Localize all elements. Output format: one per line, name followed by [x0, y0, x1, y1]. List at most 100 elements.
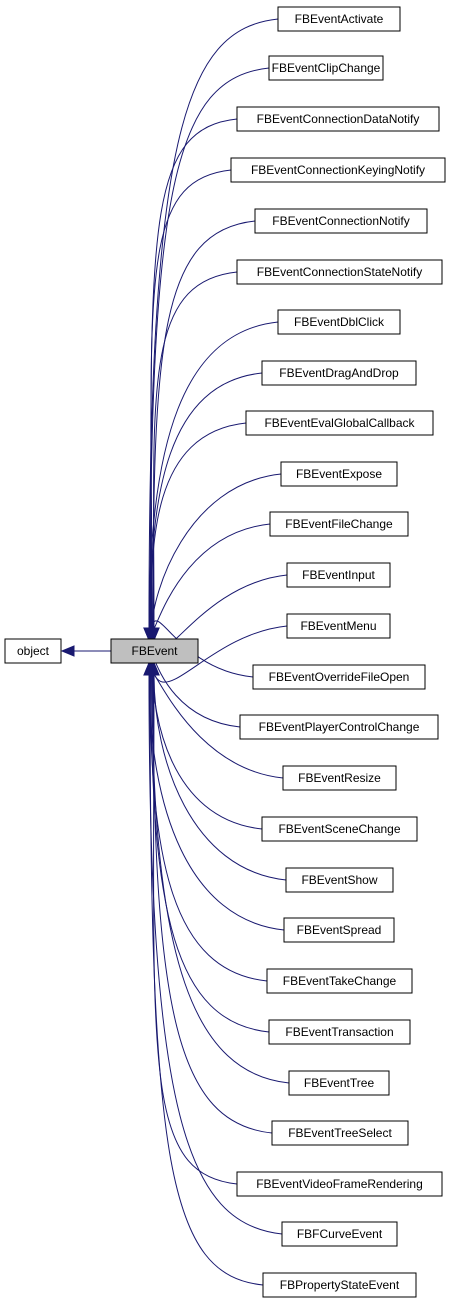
- node-c6-box: [277, 309, 401, 335]
- edge-c11-to-fbevent: [153, 574, 288, 651]
- edge-c20-to-fbevent: [150, 674, 270, 1033]
- edge-c23-to-fbevent: [153, 674, 238, 1185]
- node-c14[interactable]: FBEventPlayerControlChange: [239, 714, 439, 740]
- node-c10-box: [269, 511, 409, 537]
- node-c19-box: [266, 968, 413, 994]
- node-c9[interactable]: FBEventExpose: [280, 461, 398, 487]
- node-c21-box: [288, 1070, 390, 1096]
- node-c16[interactable]: FBEventSceneChange: [261, 816, 418, 842]
- node-c3-label: FBEventConnectionKeyingNotify: [251, 163, 425, 177]
- node-c3[interactable]: FBEventConnectionKeyingNotify: [230, 157, 446, 183]
- node-c2-box: [236, 106, 440, 132]
- edge-c10-to-fbevent: [152, 523, 271, 631]
- node-c4-box: [254, 208, 428, 234]
- node-fbevent-label: FBEvent: [131, 644, 178, 658]
- node-c11-box: [286, 562, 391, 588]
- node-c17-box: [285, 867, 394, 893]
- node-c12-box: [286, 613, 391, 639]
- edge-fbevent-to-object-arrowhead: [60, 645, 75, 657]
- edge-c18-to-fbevent: [148, 674, 285, 931]
- node-c10-label: FBEventFileChange: [285, 517, 393, 531]
- node-c5-box: [236, 259, 443, 285]
- node-c13[interactable]: FBEventOverrideFileOpen: [252, 664, 426, 690]
- node-c1-label: FBEventClipChange: [272, 61, 381, 75]
- edge-c25-to-fbevent: [149, 674, 264, 1286]
- node-c1-box: [268, 55, 384, 81]
- node-c0-label: FBEventActivate: [295, 12, 384, 26]
- node-c7[interactable]: FBEventDragAndDrop: [261, 360, 417, 386]
- edge-c1-to-fbevent: [149, 67, 270, 629]
- node-object-box: [4, 638, 62, 664]
- node-c6-label: FBEventDblClick: [294, 315, 385, 329]
- node-c12[interactable]: FBEventMenu: [286, 613, 391, 639]
- node-c25-label: FBPropertyStateEvent: [280, 1278, 400, 1292]
- node-c13-label: FBEventOverrideFileOpen: [269, 670, 410, 684]
- node-fbevent[interactable]: FBEvent: [110, 638, 199, 664]
- edge-c8-to-fbevent: [150, 422, 247, 629]
- node-c22-box: [271, 1120, 409, 1146]
- node-c14-label: FBEventPlayerControlChange: [259, 720, 420, 734]
- node-c11-label: FBEventInput: [302, 568, 375, 582]
- node-object-label: object: [17, 644, 50, 658]
- node-object[interactable]: object: [4, 638, 62, 664]
- node-c13-box: [252, 664, 426, 690]
- node-c7-label: FBEventDragAndDrop: [279, 366, 399, 380]
- node-c25[interactable]: FBPropertyStateEvent: [262, 1272, 417, 1298]
- edge-c6-to-fbevent: [148, 321, 279, 629]
- edges: [60, 18, 290, 1286]
- node-c9-box: [280, 461, 398, 487]
- edge-c9-to-fbevent: [151, 473, 282, 629]
- child-nodes: FBEventActivateFBEventClipChangeFBEventC…: [230, 6, 446, 1298]
- node-c1[interactable]: FBEventClipChange: [268, 55, 384, 81]
- node-c17[interactable]: FBEventShow: [285, 867, 394, 893]
- node-c9-label: FBEventExpose: [296, 467, 382, 481]
- node-c23-box: [236, 1171, 443, 1197]
- node-c4[interactable]: FBEventConnectionNotify: [254, 208, 428, 234]
- node-c4-label: FBEventConnectionNotify: [272, 214, 409, 228]
- node-c17-label: FBEventShow: [301, 873, 377, 887]
- edge-c3-to-fbevent: [150, 169, 232, 629]
- edge-c22-to-fbevent: [152, 674, 273, 1134]
- node-c11[interactable]: FBEventInput: [286, 562, 391, 588]
- node-c0[interactable]: FBEventActivate: [277, 6, 401, 32]
- node-c5[interactable]: FBEventConnectionStateNotify: [236, 259, 443, 285]
- node-c20-label: FBEventTransaction: [285, 1025, 393, 1039]
- node-c3-box: [230, 157, 446, 183]
- edge-c17-to-fbevent: [153, 674, 287, 881]
- node-c25-box: [262, 1272, 417, 1298]
- node-c5-label: FBEventConnectionStateNotify: [257, 265, 422, 279]
- node-c19-label: FBEventTakeChange: [283, 974, 397, 988]
- node-c22-label: FBEventTreeSelect: [288, 1126, 392, 1140]
- node-c18[interactable]: FBEventSpread: [283, 917, 395, 943]
- node-c19[interactable]: FBEventTakeChange: [266, 968, 413, 994]
- node-c8-box: [245, 410, 434, 436]
- node-c6[interactable]: FBEventDblClick: [277, 309, 401, 335]
- node-c21[interactable]: FBEventTree: [288, 1070, 390, 1096]
- node-c7-box: [261, 360, 417, 386]
- node-c24-label: FBFCurveEvent: [297, 1227, 383, 1241]
- node-c23[interactable]: FBEventVideoFrameRendering: [236, 1171, 443, 1197]
- node-c16-box: [261, 816, 418, 842]
- node-c2[interactable]: FBEventConnectionDataNotify: [236, 106, 440, 132]
- node-c14-box: [239, 714, 439, 740]
- node-c8[interactable]: FBEventEvalGlobalCallback: [245, 410, 434, 436]
- node-c10[interactable]: FBEventFileChange: [269, 511, 409, 537]
- node-c18-label: FBEventSpread: [297, 923, 382, 937]
- edge-c5-to-fbevent: [153, 271, 238, 629]
- node-c23-label: FBEventVideoFrameRendering: [256, 1177, 423, 1191]
- node-c15-label: FBEventResize: [298, 771, 381, 785]
- node-c22[interactable]: FBEventTreeSelect: [271, 1120, 409, 1146]
- node-c21-label: FBEventTree: [304, 1076, 375, 1090]
- node-c24-box: [281, 1221, 398, 1247]
- node-c15[interactable]: FBEventResize: [282, 765, 397, 791]
- node-c24[interactable]: FBFCurveEvent: [281, 1221, 398, 1247]
- node-c20[interactable]: FBEventTransaction: [268, 1019, 411, 1045]
- node-c20-box: [268, 1019, 411, 1045]
- node-c15-box: [282, 765, 397, 791]
- node-fbevent-box: [110, 638, 199, 664]
- edge-c25-arrowhead: [144, 661, 156, 676]
- node-c2-label: FBEventConnectionDataNotify: [257, 112, 420, 126]
- node-c16-label: FBEventSceneChange: [278, 822, 400, 836]
- node-c8-label: FBEventEvalGlobalCallback: [264, 416, 415, 430]
